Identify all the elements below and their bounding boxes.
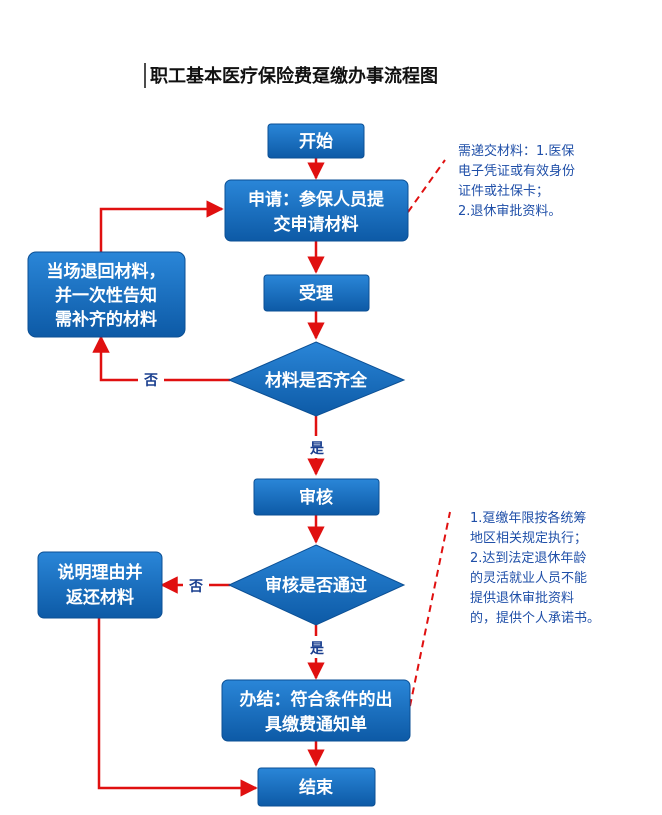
node-return-line-1: 当场退回材料， <box>47 261 166 282</box>
node-review: 审核 <box>253 478 380 516</box>
node-finish: 办结：符合条件的出 具缴费通知单 <box>221 679 411 742</box>
node-explain-line-1: 说明理由并 <box>58 562 143 583</box>
node-accept-label: 受理 <box>299 283 333 304</box>
note-apply-line-1: 需递交材料：1.医保 <box>458 143 574 159</box>
node-materials-check: 材料是否齐全 <box>227 341 406 417</box>
label-materials-no: 否 <box>143 373 158 389</box>
node-start: 开始 <box>267 123 365 159</box>
note-apply-line-4: 2.退休审批资料。 <box>458 204 561 219</box>
note-finish-line-2: 地区相关规定执行； <box>470 531 587 546</box>
node-finish-line-2: 具缴费通知单 <box>264 714 367 735</box>
page-title: 职工基本医疗保险费趸缴办事流程图 <box>150 65 438 87</box>
note-apply-materials: 需递交材料：1.医保 电子凭证或有效身份 证件或社保卡； 2.退休审批资料。 <box>458 143 575 219</box>
arrow-explain-to-end <box>97 618 258 797</box>
node-return-materials: 当场退回材料， 并一次性告知 需补齐的材料 <box>27 251 186 338</box>
note-finish-line-3: 2.达到法定退休年龄 <box>470 551 586 566</box>
node-apply: 申请：参保人员提 交申请材料 <box>224 179 409 242</box>
node-return-line-2: 并一次性告知 <box>55 285 157 306</box>
label-review-yes: 是 <box>310 641 325 657</box>
node-materials-check-label: 材料是否齐全 <box>265 370 368 391</box>
node-review-check-label: 审核是否通过 <box>265 575 367 596</box>
note-apply-line-3: 证件或社保卡； <box>458 183 549 199</box>
node-start-label: 开始 <box>299 131 333 152</box>
node-explain-line-2: 返还材料 <box>66 587 134 608</box>
arrow-return-to-apply <box>99 200 224 252</box>
node-apply-line-2: 交申请材料 <box>274 214 359 235</box>
note-finish-line-5: 提供退休审批资料 <box>470 590 574 606</box>
note-finish-line-6: 的，提供个人承诺书。 <box>470 610 600 626</box>
node-explain-return: 说明理由并 返还材料 <box>37 551 163 619</box>
note-connector-apply <box>407 159 446 213</box>
note-apply-line-2: 电子凭证或有效身份 <box>458 163 575 179</box>
node-finish-line-1: 办结：符合条件的出 <box>240 689 393 710</box>
node-end-label: 结束 <box>299 777 333 798</box>
node-review-check: 审核是否通过 <box>227 544 406 626</box>
arrow-materials-no <box>92 335 230 382</box>
note-connector-finish <box>409 511 451 707</box>
node-return-line-3: 需补齐的材料 <box>55 309 157 330</box>
label-review-no: 否 <box>188 579 203 595</box>
node-end: 结束 <box>257 767 376 807</box>
node-apply-line-1: 申请：参保人员提 <box>248 189 385 210</box>
note-finish-line-4: 的灵活就业人员不能 <box>470 570 587 586</box>
note-finish-line-1: 1.趸缴年限按各统筹 <box>470 510 586 526</box>
label-materials-yes: 是 <box>310 441 325 457</box>
note-finish-rules: 1.趸缴年限按各统筹 地区相关规定执行； 2.达到法定退休年龄 的灵活就业人员不… <box>470 510 600 626</box>
node-review-label: 审核 <box>299 487 333 508</box>
node-accept: 受理 <box>263 274 370 312</box>
